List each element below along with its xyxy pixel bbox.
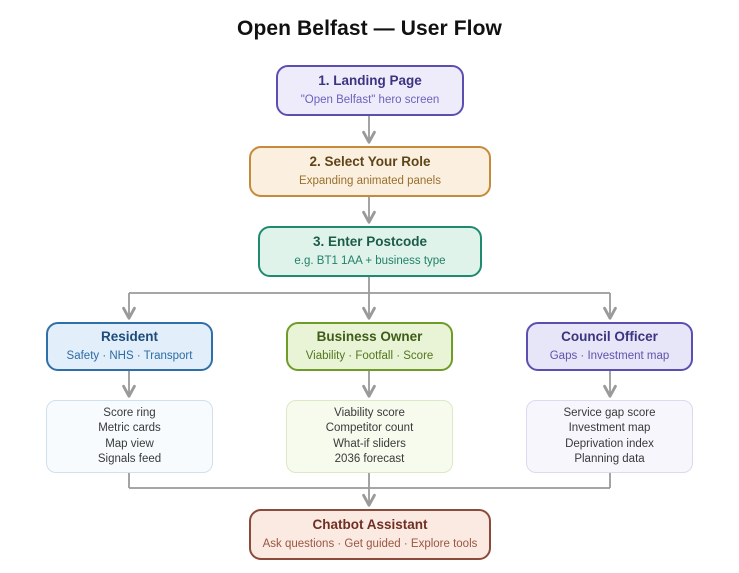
node-landing-page-title: 1. Landing Page bbox=[318, 72, 422, 88]
panel-item: Score ring bbox=[103, 406, 156, 419]
node-role-council-officer-title: Council Officer bbox=[561, 328, 658, 344]
panel-item: Metric cards bbox=[98, 422, 161, 434]
node-role-council-officer[interactable]: Council Officer Gaps · Investment map bbox=[526, 322, 693, 371]
node-chatbot-assistant-title: Chatbot Assistant bbox=[312, 516, 428, 532]
node-role-resident-subtitle: Safety · NHS · Transport bbox=[66, 350, 193, 363]
panel-item: 2036 forecast bbox=[334, 453, 405, 465]
panel-business-features: Viability score Competitor count What-if… bbox=[286, 400, 453, 473]
panel-item: What-if sliders bbox=[333, 437, 406, 450]
panel-item: Signals feed bbox=[97, 453, 162, 465]
node-role-business-owner-subtitle: Viability · Footfall · Score bbox=[305, 350, 434, 363]
node-role-business-owner-title: Business Owner bbox=[316, 328, 423, 344]
page-title: Open Belfast — User Flow bbox=[237, 17, 502, 40]
node-select-your-role[interactable]: 2. Select Your Role Expanding animated p… bbox=[249, 146, 491, 197]
node-enter-postcode-title: 3. Enter Postcode bbox=[312, 233, 428, 249]
node-landing-page-subtitle: "Open Belfast" hero screen bbox=[300, 94, 440, 107]
panel-item: Deprivation index bbox=[565, 437, 654, 450]
panel-item: Map view bbox=[105, 437, 154, 450]
node-chatbot-assistant-subtitle: Ask questions · Get guided · Explore too… bbox=[262, 538, 478, 551]
node-enter-postcode[interactable]: 3. Enter Postcode e.g. BT1 1AA + busines… bbox=[258, 226, 482, 277]
node-chatbot-assistant[interactable]: Chatbot Assistant Ask questions · Get gu… bbox=[249, 509, 491, 560]
panel-item: Competitor count bbox=[325, 422, 414, 434]
node-role-resident-title: Resident bbox=[100, 328, 158, 344]
panel-item: Service gap score bbox=[563, 406, 656, 419]
panel-item: Viability score bbox=[334, 406, 405, 419]
node-landing-page[interactable]: 1. Landing Page "Open Belfast" hero scre… bbox=[276, 65, 464, 116]
panel-item: Investment map bbox=[568, 422, 651, 434]
node-role-council-officer-subtitle: Gaps · Investment map bbox=[549, 350, 670, 363]
panel-item: Planning data bbox=[574, 453, 645, 465]
node-select-your-role-title: 2. Select Your Role bbox=[309, 153, 431, 169]
node-role-business-owner[interactable]: Business Owner Viability · Footfall · Sc… bbox=[286, 322, 453, 371]
panel-council-features: Service gap score Investment map Depriva… bbox=[526, 400, 693, 473]
node-enter-postcode-subtitle: e.g. BT1 1AA + business type bbox=[294, 255, 446, 268]
node-role-resident[interactable]: Resident Safety · NHS · Transport bbox=[46, 322, 213, 371]
panel-resident-features: Score ring Metric cards Map view Signals… bbox=[46, 400, 213, 473]
node-select-your-role-subtitle: Expanding animated panels bbox=[299, 175, 441, 188]
